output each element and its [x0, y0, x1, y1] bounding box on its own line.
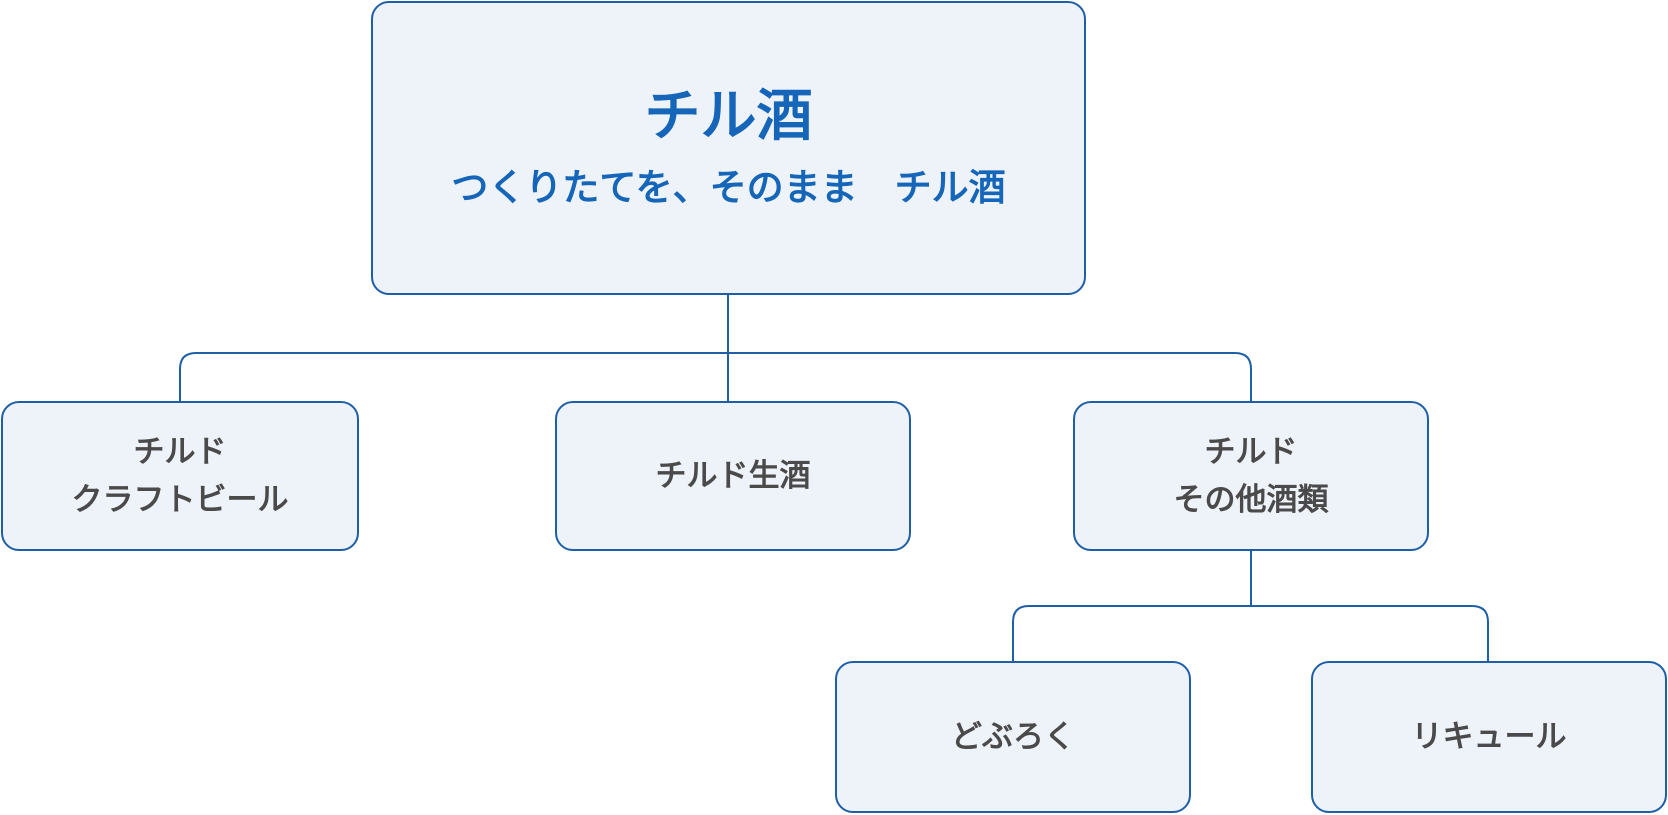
connector-branch-left: [179, 352, 728, 401]
connector-sub-left: [1012, 605, 1251, 661]
node-label-line2: その他酒類: [1173, 482, 1329, 518]
node-label: チルド クラフトビール: [72, 428, 289, 524]
node-label: チルド その他酒類: [1174, 428, 1329, 524]
connector-sub-right: [1251, 605, 1489, 661]
node-chilled-other-alcohol: チルド その他酒類: [1073, 401, 1429, 551]
root-subtitle: つくりたてを、そのまま チル酒: [451, 165, 1006, 209]
node-chilled-nama-sake: チルド生酒: [555, 401, 911, 551]
root-node: チル酒 つくりたてを、そのまま チル酒: [371, 1, 1086, 295]
node-label: どぶろく: [951, 718, 1075, 755]
node-label: リキュール: [1411, 718, 1567, 755]
root-title: チル酒: [644, 84, 813, 149]
connector-branch-right: [728, 352, 1252, 401]
node-label-line2: クラフトビール: [71, 482, 289, 518]
node-chilled-craft-beer: チルド クラフトビール: [1, 401, 359, 551]
node-label: チルド生酒: [655, 457, 811, 494]
node-doburoku: どぶろく: [835, 661, 1191, 813]
node-label-line1: チルド: [133, 433, 227, 470]
node-liqueur: リキュール: [1311, 661, 1667, 813]
node-label-line1: チルド: [1204, 433, 1298, 470]
